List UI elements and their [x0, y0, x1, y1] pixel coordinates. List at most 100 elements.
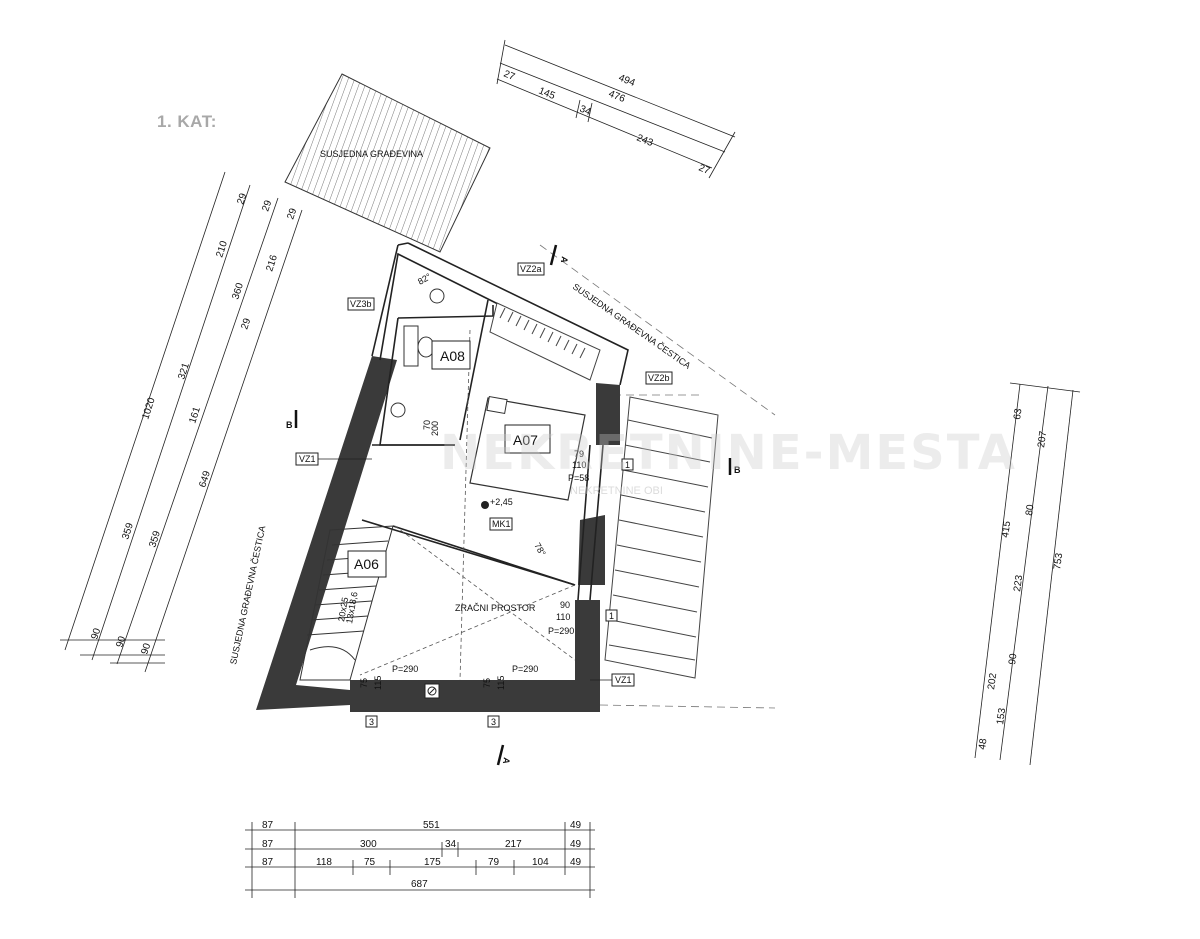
door-h-200: 200 — [430, 421, 440, 436]
svg-text:223: 223 — [1012, 574, 1025, 592]
room-a08: A08 — [431, 340, 471, 370]
svg-text:49: 49 — [570, 857, 582, 868]
section-b-right: B — [734, 465, 741, 475]
svg-text:90: 90 — [89, 627, 103, 641]
parapet-label-2: P=290 — [512, 664, 538, 674]
neighbor-building-label: SUSJEDNA GRAĐEVINA — [320, 149, 423, 159]
svg-text:80: 80 — [1024, 503, 1037, 516]
svg-text:VZ1: VZ1 — [299, 454, 316, 464]
svg-text:87: 87 — [262, 839, 274, 850]
door-w-70: 70 — [422, 420, 432, 430]
svg-text:63: 63 — [1012, 407, 1025, 420]
section-b-left: B — [286, 420, 293, 430]
parapet-label-3: P=290 — [548, 626, 574, 636]
section-a-bottom: A — [501, 757, 512, 766]
window-tag-3a: 3 — [369, 717, 374, 727]
svg-text:90: 90 — [139, 642, 153, 656]
window-tag-1b: 1 — [609, 611, 614, 621]
tag-mk1: MK1 — [489, 517, 513, 531]
neighbor-parcel-left: SUSJEDNA GRAĐEVNA ČESTICA — [228, 525, 267, 666]
interior-walls — [361, 242, 629, 601]
room-a08-label: A08 — [440, 348, 465, 364]
svg-text:753: 753 — [1052, 552, 1065, 570]
window-w-90: 90 — [560, 600, 570, 610]
svg-text:79: 79 — [488, 857, 500, 868]
stair-step-size: 20x25 — [336, 596, 350, 622]
svg-text:359: 359 — [147, 529, 163, 549]
svg-text:494: 494 — [617, 73, 637, 90]
airspace-cross — [359, 329, 576, 681]
svg-text:359: 359 — [120, 521, 136, 541]
svg-text:87: 87 — [262, 820, 274, 831]
svg-text:34: 34 — [445, 839, 457, 850]
svg-text:29: 29 — [235, 192, 249, 206]
room-a07-label: A07 — [513, 432, 538, 448]
right-dimensions — [974, 382, 1081, 766]
room-a06-label: A06 — [354, 556, 379, 572]
svg-text:202: 202 — [986, 672, 999, 690]
svg-text:49: 49 — [570, 820, 582, 831]
bottom-dimension-labels: 87 551 49 87 300 34 217 49 87 118 75 175… — [262, 820, 582, 890]
svg-text:VZ2b: VZ2b — [648, 373, 670, 383]
window-w-79: 79 — [574, 449, 584, 459]
svg-text:90: 90 — [1007, 652, 1020, 665]
watermark: NEKRETNINE-MESTA — [440, 425, 1017, 481]
angle-78: 78° — [532, 541, 548, 558]
win-115a: 115 — [373, 676, 383, 690]
bathroom-fixtures — [390, 288, 445, 418]
svg-text:217: 217 — [505, 839, 522, 850]
exterior-walls — [256, 356, 620, 712]
svg-text:29: 29 — [260, 199, 274, 213]
svg-text:360: 360 — [230, 281, 246, 301]
top-dimensions — [496, 39, 736, 179]
section-a-top: A — [559, 256, 570, 265]
svg-text:87: 87 — [262, 857, 274, 868]
svg-text:48: 48 — [977, 737, 990, 750]
win-75a: 75 — [359, 678, 369, 688]
svg-text:118: 118 — [316, 857, 332, 868]
right-dimension-labels: 63 207 415 80 753 223 202 90 153 48 — [977, 407, 1065, 750]
elevation-dot — [481, 501, 489, 509]
neighbor-building: SUSJEDNA GRAĐEVINA — [284, 73, 491, 253]
tag-vz2a: VZ2a — [517, 262, 545, 276]
svg-text:551: 551 — [423, 820, 440, 831]
room-a06: A06 — [347, 550, 387, 578]
svg-text:75: 75 — [364, 857, 376, 868]
svg-text:27: 27 — [697, 163, 712, 178]
parapet-label-4: P=58 — [568, 473, 589, 483]
floor-title: 1. KAT: — [157, 112, 217, 131]
watermark-sub: NEKRETNINE OBI — [570, 485, 663, 497]
svg-text:321: 321 — [176, 361, 192, 381]
window-tag-1a: 1 — [625, 460, 630, 470]
svg-text:29: 29 — [285, 207, 299, 221]
stair-step-size-2: 13x18,6 — [344, 591, 359, 624]
svg-text:MK1: MK1 — [492, 519, 511, 529]
svg-text:415: 415 — [1000, 520, 1013, 538]
svg-text:161: 161 — [187, 405, 203, 425]
tag-vz3b: VZ3b — [347, 297, 375, 311]
left-dimension-labels: 1020 29 29 29 210 216 360 321 161 29 649… — [89, 192, 299, 656]
svg-text:29: 29 — [239, 317, 253, 331]
tag-vz2b: VZ2b — [645, 371, 673, 385]
svg-text:145: 145 — [537, 86, 557, 103]
win-115b: 115 — [496, 676, 506, 690]
svg-text:210: 210 — [214, 239, 230, 259]
airspace-label: ZRAČNI PROSTOR — [455, 603, 536, 613]
section-markers — [294, 244, 732, 766]
svg-text:90: 90 — [114, 635, 128, 649]
svg-text:VZ1: VZ1 — [615, 675, 632, 685]
svg-text:104: 104 — [532, 857, 549, 868]
window-tags — [365, 458, 634, 728]
svg-text:300: 300 — [360, 839, 377, 850]
svg-text:649: 649 — [197, 469, 213, 489]
svg-text:216: 216 — [264, 253, 280, 273]
svg-text:34: 34 — [578, 104, 593, 119]
elevation-mark: +2,45 — [490, 497, 513, 507]
svg-text:687: 687 — [411, 879, 428, 890]
top-dimension-labels: 494 27 145 34 476 243 27 — [502, 69, 712, 178]
room-a07: A07 — [504, 424, 551, 454]
svg-text:VZ2a: VZ2a — [520, 264, 542, 274]
tag-vz1-bottom: VZ1 — [590, 673, 635, 687]
svg-text:1020: 1020 — [140, 396, 157, 421]
